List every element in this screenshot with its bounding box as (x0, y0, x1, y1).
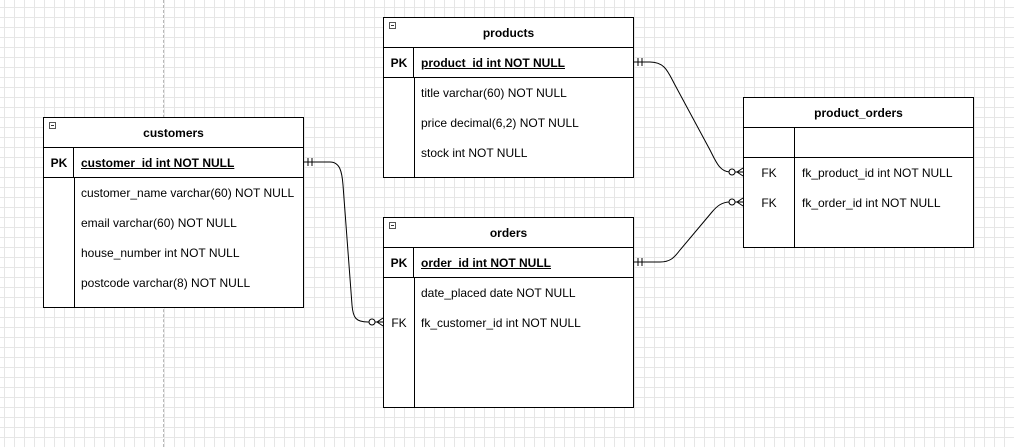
entity-body: date_placed date NOT NULL FK fk_customer… (384, 278, 633, 407)
pk-label: PK (390, 56, 408, 70)
primary-key-row[interactable] (744, 128, 973, 158)
collapse-icon[interactable] (389, 222, 396, 229)
fk-label: FK (761, 166, 777, 180)
field-price[interactable]: price decimal(6,2) NOT NULL (421, 116, 579, 130)
relationship-products-product-orders[interactable] (633, 58, 744, 177)
entity-body: title varchar(60) NOT NULL price decimal… (384, 78, 633, 177)
entity-header: product_orders (744, 98, 973, 128)
pk-label: PK (390, 256, 408, 270)
entity-header: orders (384, 218, 633, 248)
relationship-customers-orders[interactable] (303, 158, 384, 327)
entity-title: orders (489, 225, 528, 240)
primary-key-row[interactable]: PK product_id int NOT NULL (384, 48, 633, 78)
entity-body: FK fk_product_id int NOT NULL FK fk_orde… (744, 158, 973, 247)
entity-product-orders[interactable]: product_orders FK fk_product_id int NOT … (743, 97, 974, 248)
entity-body: customer_name varchar(60) NOT NULL email… (44, 178, 303, 307)
field-email[interactable]: email varchar(60) NOT NULL (81, 216, 237, 230)
collapse-icon[interactable] (49, 122, 56, 129)
field-fk-order-id[interactable]: fk_order_id int NOT NULL (802, 196, 941, 210)
entity-header: customers (44, 118, 303, 148)
entity-customers[interactable]: customers PK customer_id int NOT NULL cu… (43, 117, 304, 308)
pk-field: customer_id int NOT NULL (81, 156, 235, 170)
entity-orders[interactable]: orders PK order_id int NOT NULL date_pla… (383, 217, 634, 408)
relationship-orders-product-orders[interactable] (633, 197, 744, 266)
field-house-number[interactable]: house_number int NOT NULL (81, 246, 240, 260)
field-fk-product-id[interactable]: fk_product_id int NOT NULL (802, 166, 953, 180)
field-customer-name[interactable]: customer_name varchar(60) NOT NULL (81, 186, 295, 200)
field-title[interactable]: title varchar(60) NOT NULL (421, 86, 567, 100)
field-date-placed[interactable]: date_placed date NOT NULL (421, 286, 576, 300)
pk-label: PK (50, 156, 68, 170)
collapse-icon[interactable] (389, 22, 396, 29)
entity-title: product_orders (814, 105, 903, 120)
field-postcode[interactable]: postcode varchar(8) NOT NULL (81, 276, 251, 290)
entity-products[interactable]: products PK product_id int NOT NULL titl… (383, 17, 634, 178)
fk-label: FK (391, 316, 407, 330)
entity-title: customers (143, 125, 204, 140)
entity-header: products (384, 18, 633, 48)
primary-key-row[interactable]: PK customer_id int NOT NULL (44, 148, 303, 178)
pk-field: product_id int NOT NULL (421, 56, 565, 70)
field-fk-customer-id[interactable]: fk_customer_id int NOT NULL (421, 316, 581, 330)
primary-key-row[interactable]: PK order_id int NOT NULL (384, 248, 633, 278)
pk-field: order_id int NOT NULL (421, 256, 551, 270)
fk-label: FK (761, 196, 777, 210)
field-stock[interactable]: stock int NOT NULL (421, 146, 528, 160)
entity-title: products (482, 25, 535, 40)
